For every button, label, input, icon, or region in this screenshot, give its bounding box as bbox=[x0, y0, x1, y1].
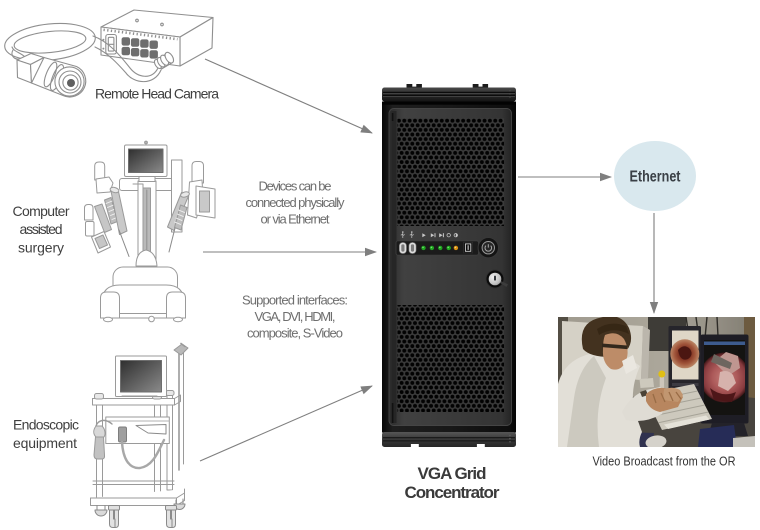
svg-text:assisted: assisted bbox=[20, 221, 63, 237]
svg-text:Remote Head Camera: Remote Head Camera bbox=[95, 86, 219, 102]
svg-text:Endoscopic: Endoscopic bbox=[13, 417, 79, 433]
svg-text:VGA Grid: VGA Grid bbox=[418, 464, 487, 483]
svg-text:Ethernet: Ethernet bbox=[630, 169, 681, 186]
svg-text:surgery: surgery bbox=[18, 240, 64, 256]
svg-text:equipment: equipment bbox=[13, 435, 77, 451]
svg-text:Devices can be: Devices can be bbox=[259, 179, 332, 194]
svg-text:or via Ethernet: or via Ethernet bbox=[261, 212, 330, 227]
svg-text:composite, S-Video: composite, S-Video bbox=[247, 326, 343, 341]
svg-text:Supported interfaces:: Supported interfaces: bbox=[242, 293, 348, 308]
svg-text:Video Broadcast from the OR: Video Broadcast from the OR bbox=[593, 454, 736, 469]
svg-text:VGA, DVI, HDMI,: VGA, DVI, HDMI, bbox=[255, 309, 336, 324]
svg-text:connected physically: connected physically bbox=[246, 195, 346, 210]
svg-text:Concentrator: Concentrator bbox=[405, 483, 500, 502]
svg-text:Computer: Computer bbox=[13, 203, 70, 219]
